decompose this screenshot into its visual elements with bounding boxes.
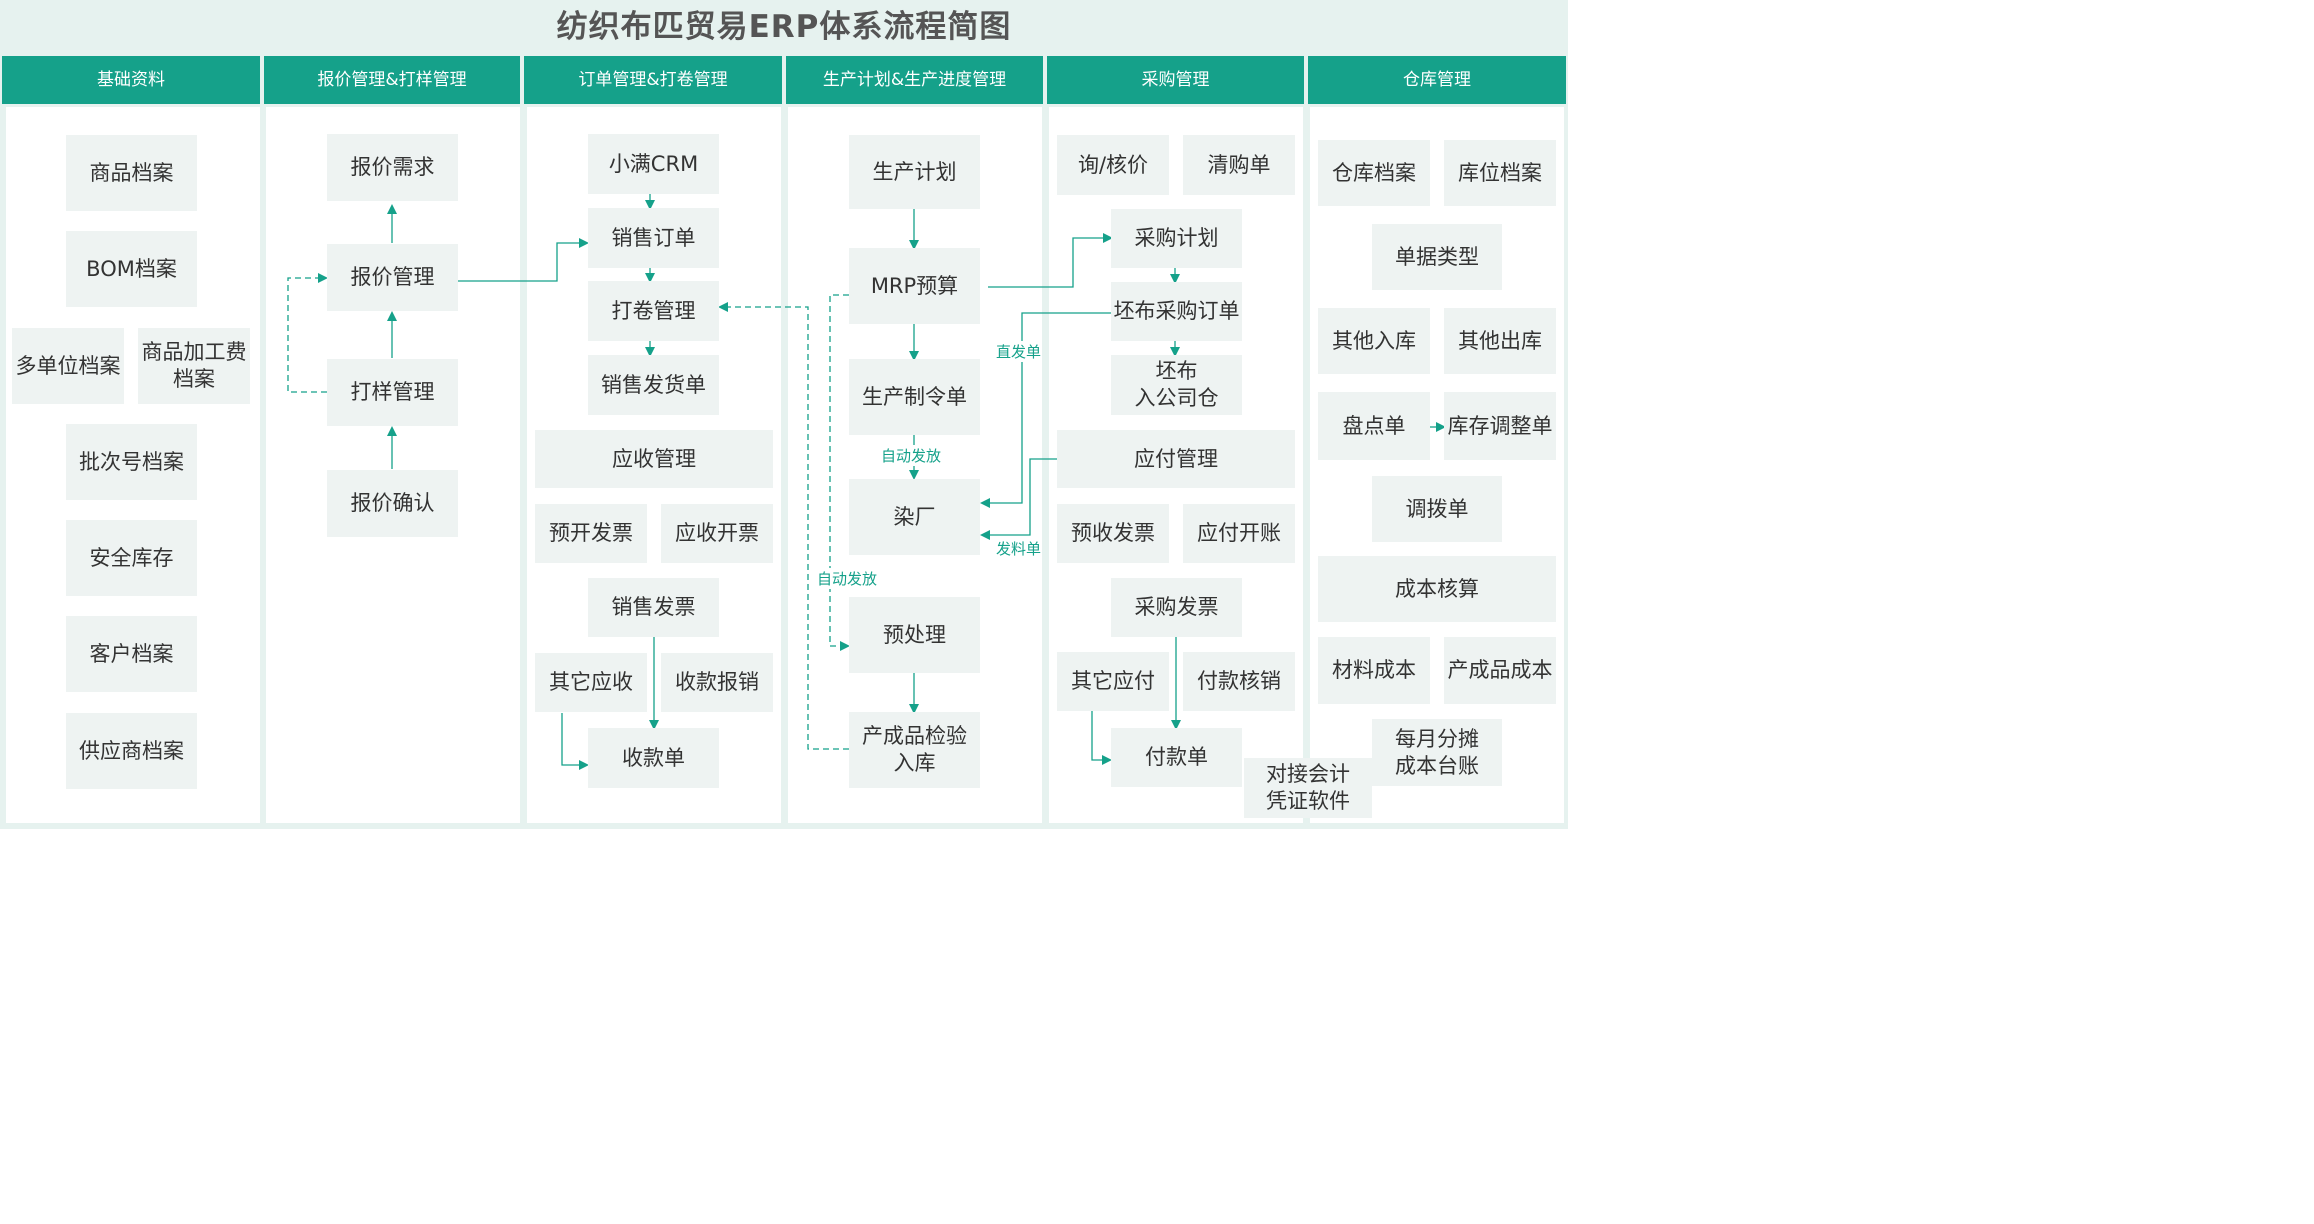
connector-arrows (287, 194, 1446, 770)
edge-label-material-issue: 发料单 (995, 538, 1043, 559)
node-document-type: 单据类型 (1372, 224, 1502, 290)
column-header-basic-data: 基础资料 (2, 56, 260, 104)
node-receipt: 收款单 (588, 728, 719, 788)
node-mrp-budget: MRP预算 (849, 248, 980, 324)
node-grey-cloth-warehousing: 坯布 入公司仓 (1111, 355, 1242, 415)
node-collection-reimbursement: 收款报销 (661, 653, 773, 712)
column-header-quotation: 报价管理&打样管理 (264, 56, 520, 104)
node-cost-accounting: 成本核算 (1318, 556, 1556, 622)
node-rolling-management: 打卷管理 (588, 281, 719, 341)
node-bom-archive: BOM档案 (66, 231, 197, 307)
node-receivables-management: 应收管理 (535, 430, 773, 488)
edge-label-direct-delivery: 直发单 (995, 341, 1043, 362)
node-receivable-invoicing: 应收开票 (661, 504, 773, 563)
node-safety-stock: 安全库存 (66, 520, 197, 596)
node-sampling-management: 打样管理 (327, 359, 458, 426)
column-header-production: 生产计划&生产进度管理 (786, 56, 1043, 104)
node-quotation-request: 报价需求 (327, 134, 458, 201)
node-other-outbound: 其他出库 (1444, 308, 1556, 374)
node-sales-order: 销售订单 (588, 208, 719, 268)
node-customer-archive: 客户档案 (66, 616, 197, 692)
node-batch-number-archive: 批次号档案 (66, 424, 197, 500)
node-dye-factory: 染厂 (849, 479, 980, 555)
node-other-inbound: 其他入库 (1318, 308, 1430, 374)
node-location-archive: 库位档案 (1444, 140, 1556, 206)
node-monthly-cost-ledger: 每月分摊 成本台账 (1372, 719, 1502, 786)
node-pretreatment: 预处理 (849, 597, 980, 673)
diagram-frame (0, 0, 1568, 829)
node-stock-count: 盘点单 (1318, 392, 1430, 460)
node-other-payables: 其它应付 (1057, 652, 1169, 711)
node-xiaoman-crm: 小满CRM (588, 134, 719, 194)
diagram-title: 纺织布匹贸易ERP体系流程简图 (556, 9, 1012, 45)
column-body-quotation (266, 107, 520, 823)
node-payable-billing: 应付开账 (1183, 504, 1295, 563)
node-product-archive: 商品档案 (66, 135, 197, 211)
node-payment-slip: 付款单 (1111, 728, 1242, 787)
node-purchase-invoice: 采购发票 (1111, 578, 1242, 637)
edge-label-auto-release-pretreatment: 自动发放 (816, 568, 879, 589)
node-warehouse-archive: 仓库档案 (1318, 140, 1430, 206)
node-finished-inspection: 产成品检验 入库 (849, 712, 980, 788)
node-sales-delivery: 销售发货单 (588, 355, 719, 415)
node-finished-product-cost: 产成品成本 (1444, 637, 1556, 704)
node-quotation-management: 报价管理 (327, 244, 458, 311)
node-other-receivables: 其它应收 (535, 653, 647, 712)
node-grey-cloth-po: 坯布采购订单 (1111, 282, 1242, 341)
node-production-plan: 生产计划 (849, 135, 980, 209)
node-transfer-order: 调拨单 (1372, 476, 1502, 542)
node-processing-fee-archive: 商品加工费 档案 (138, 328, 250, 404)
node-accounting-voucher-integration: 对接会计 凭证软件 (1244, 758, 1372, 818)
node-payables-management: 应付管理 (1057, 430, 1295, 488)
node-material-cost: 材料成本 (1318, 637, 1430, 704)
node-quotation-confirmation: 报价确认 (327, 470, 458, 537)
node-purchase-list: 清购单 (1183, 135, 1295, 195)
node-sales-invoice: 销售发票 (588, 578, 719, 637)
column-header-warehouse: 仓库管理 (1308, 56, 1566, 104)
column-header-order: 订单管理&打卷管理 (524, 56, 782, 104)
node-inventory-adjustment: 库存调整单 (1444, 392, 1556, 460)
column-header-purchase: 采购管理 (1047, 56, 1304, 104)
node-prepaid-invoice: 预收发票 (1057, 504, 1169, 563)
node-inquiry-pricing: 询/核价 (1057, 135, 1169, 195)
node-payment-writeoff: 付款核销 (1183, 652, 1295, 711)
edge-label-auto-release: 自动发放 (880, 445, 943, 466)
node-purchase-plan: 采购计划 (1111, 209, 1242, 268)
node-multi-unit-archive: 多单位档案 (12, 328, 124, 404)
node-advance-invoice: 预开发票 (535, 504, 647, 563)
node-production-order: 生产制令单 (849, 359, 980, 435)
node-supplier-archive: 供应商档案 (66, 713, 197, 789)
